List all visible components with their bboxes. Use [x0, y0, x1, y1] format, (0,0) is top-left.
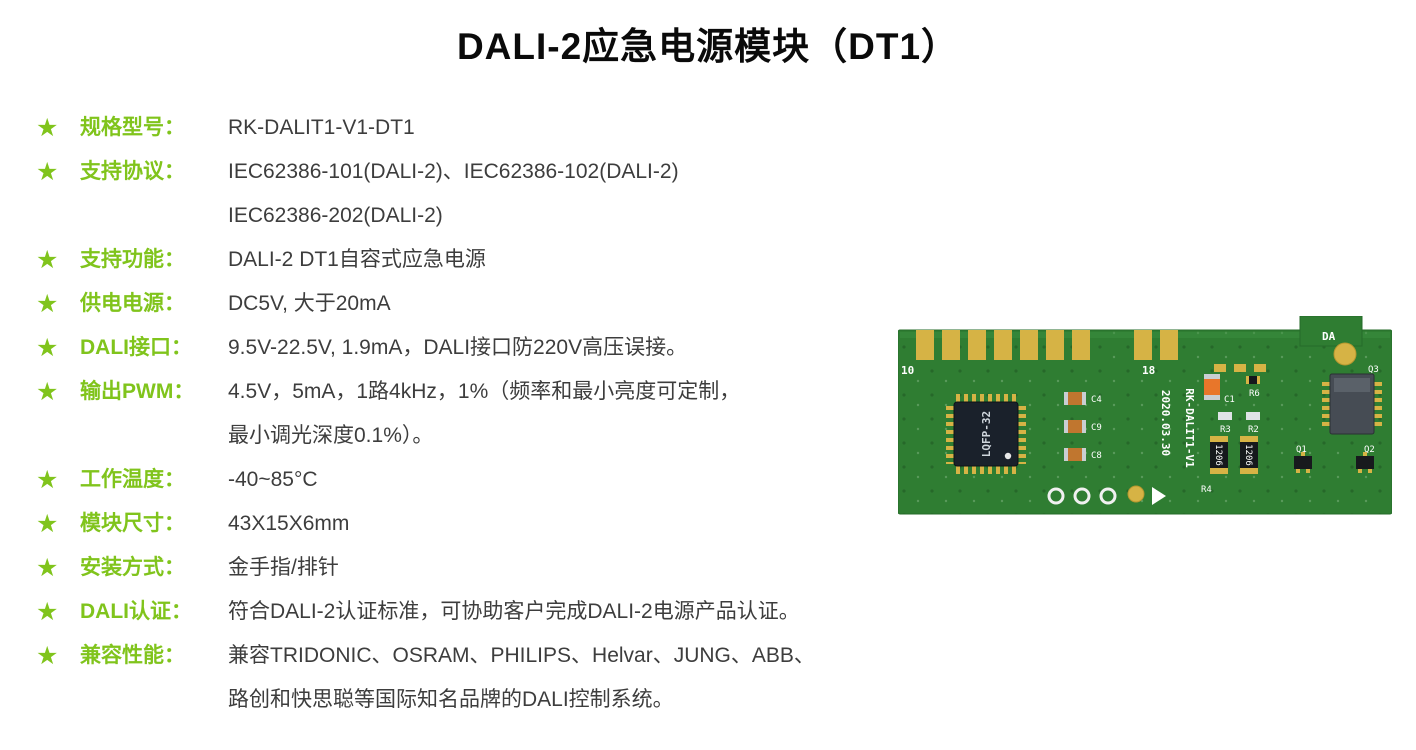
spec-value-line: 43X15X6mm [228, 512, 350, 535]
star-icon: ★ [36, 334, 59, 362]
silk-model: RK-DALIT1-V1 [1183, 388, 1196, 468]
spec-label: DALI认证： [80, 600, 192, 623]
spec-value: RK-DALIT1-V1-DT1 [228, 106, 916, 150]
spec-value: 9.5V-22.5V, 1.9mA，DALI接口防220V高压误接。 [228, 326, 916, 370]
star-icon: ★ [36, 598, 59, 626]
spec-label: 支持功能： [80, 248, 185, 271]
spec-value: 符合DALI-2认证标准，可协助客户完成DALI-2电源产品认证。 [228, 590, 916, 634]
spec-row-size: ★ 模块尺寸： 43X15X6mm [36, 502, 916, 546]
silk-r6: R6 [1249, 389, 1260, 399]
resistors-r3-r2: R3 R2 [1218, 412, 1260, 435]
arrow-marker [1152, 487, 1166, 505]
silk-r2: R2 [1248, 425, 1259, 435]
spec-label: 规格型号： [80, 116, 185, 139]
silk-q3: Q3 [1368, 365, 1379, 375]
capacitor-c9: C9 [1064, 420, 1102, 433]
spec-row-pwm: ★ 输出PWM： 4.5V，5mA，1路4kHz，1%（频率和最小亮度可定制， … [36, 370, 916, 458]
spec-label: 供电电源： [80, 292, 185, 315]
spec-value: DC5V, 大于20mA [228, 282, 916, 326]
pcb-module-image: DA 10 18 LQFP-32 [898, 316, 1392, 515]
spec-label: 工作温度： [80, 468, 185, 491]
silk-da: DA [1322, 330, 1336, 343]
spec-label: 兼容性能： [80, 644, 185, 667]
star-icon: ★ [36, 378, 59, 406]
silk-q1: Q1 [1296, 445, 1307, 455]
star-icon: ★ [36, 290, 59, 318]
spec-value-line: DALI-2 DT1自容式应急电源 [228, 248, 486, 271]
spec-value: 43X15X6mm [228, 502, 916, 546]
star-icon: ★ [36, 466, 59, 494]
star-icon: ★ [36, 158, 59, 186]
transistor-q1: Q1 [1294, 445, 1312, 473]
spec-value: 兼容TRIDONIC、OSRAM、PHILIPS、Helvar、JUNG、ABB… [228, 634, 916, 722]
silk-r4: R4 [1201, 485, 1212, 495]
silk-1206-right: 1206 [1243, 444, 1253, 466]
star-icon: ★ [36, 510, 59, 538]
spec-value-line: 最小调光深度0.1%）。 [228, 424, 434, 447]
spec-value-line: IEC62386-202(DALI-2) [228, 204, 443, 227]
spec-label: 安装方式： [80, 556, 185, 579]
silk-c4: C4 [1091, 395, 1102, 405]
silk-q2: Q2 [1364, 445, 1375, 455]
spec-value: 金手指/排针 [228, 546, 916, 590]
pin1-marker [1004, 452, 1012, 460]
package-1206-right: 1206 [1240, 436, 1258, 474]
da-tab [1299, 316, 1363, 347]
gold-fingers [916, 330, 1178, 360]
capacitor-c4: C4 [1064, 392, 1102, 405]
star-icon: ★ [36, 642, 59, 670]
silk-chip-label: LQFP-32 [980, 411, 993, 457]
spec-value: IEC62386-101(DALI-2)、IEC62386-102(DALI-2… [228, 150, 916, 238]
star-icon: ★ [36, 554, 59, 582]
silk-pin18: 18 [1142, 364, 1155, 377]
smd-pads [1214, 364, 1266, 372]
spec-row-function: ★ 支持功能： DALI-2 DT1自容式应急电源 [36, 238, 916, 282]
spec-row-protocol: ★ 支持协议： IEC62386-101(DALI-2)、IEC62386-10… [36, 150, 916, 238]
spec-value-line: DC5V, 大于20mA [228, 292, 391, 315]
spec-list: ★ 规格型号： RK-DALIT1-V1-DT1 ★ 支持协议： IEC6238… [36, 106, 916, 722]
capacitor-c1-area: C1 R6 [1204, 374, 1260, 405]
spec-value: 4.5V，5mA，1路4kHz，1%（频率和最小亮度可定制， 最小调光深度0.1… [228, 370, 916, 458]
spec-value: DALI-2 DT1自容式应急电源 [228, 238, 916, 282]
ic-q3: Q3 [1322, 365, 1382, 435]
package-1206-left: 1206 [1210, 436, 1228, 474]
spec-value: -40~85°C [228, 458, 916, 502]
lqfp32-chip: LQFP-32 [946, 394, 1026, 474]
page-title: DALI-2应急电源模块（DT1） [456, 26, 960, 67]
spec-value-line: 4.5V，5mA，1路4kHz，1%（频率和最小亮度可定制， [228, 380, 741, 403]
capacitor-c8: C8 [1064, 448, 1102, 461]
spec-value-line: 符合DALI-2认证标准，可协助客户完成DALI-2电源产品认证。 [228, 600, 800, 623]
spec-row-compatibility: ★ 兼容性能： 兼容TRIDONIC、OSRAM、PHILIPS、Helvar、… [36, 634, 916, 722]
spec-value-line: 路创和快思聪等国际知名品牌的DALI控制系统。 [228, 688, 674, 711]
spec-row-dali-interface: ★ DALI接口： 9.5V-22.5V, 1.9mA，DALI接口防220V高… [36, 326, 916, 370]
silk-r3: R3 [1220, 425, 1231, 435]
silk-c1: C1 [1224, 395, 1235, 405]
silk-c8: C8 [1091, 451, 1102, 461]
silk-pin10: 10 [901, 364, 914, 377]
star-icon: ★ [36, 246, 59, 274]
spec-label: 模块尺寸： [80, 512, 185, 535]
spec-value-line: 金手指/排针 [228, 556, 339, 579]
silk-1206-left: 1206 [1213, 444, 1223, 466]
spec-row-certification: ★ DALI认证： 符合DALI-2认证标准，可协助客户完成DALI-2电源产品… [36, 590, 916, 634]
silk-date: 2020.03.30 [1159, 390, 1172, 456]
spec-row-mounting: ★ 安装方式： 金手指/排针 [36, 546, 916, 590]
da-gold-pad [1333, 342, 1357, 366]
spec-value-line: RK-DALIT1-V1-DT1 [228, 116, 415, 139]
spec-row-model: ★ 规格型号： RK-DALIT1-V1-DT1 [36, 106, 916, 150]
spec-label: 支持协议： [80, 160, 185, 183]
spec-row-temperature: ★ 工作温度： -40~85°C [36, 458, 916, 502]
spec-value-line: IEC62386-101(DALI-2)、IEC62386-102(DALI-2… [228, 160, 679, 183]
mounting-holes [1047, 485, 1166, 505]
spec-label: DALI接口： [80, 336, 192, 359]
spec-value-line: 9.5V-22.5V, 1.9mA，DALI接口防220V高压误接。 [228, 336, 688, 359]
spec-value-line: -40~85°C [228, 468, 318, 491]
silk-c9: C9 [1091, 423, 1102, 433]
star-icon: ★ [36, 114, 59, 142]
spec-row-power: ★ 供电电源： DC5V, 大于20mA [36, 282, 916, 326]
spec-value-line: 兼容TRIDONIC、OSRAM、PHILIPS、Helvar、JUNG、ABB… [228, 644, 815, 667]
transistor-q2: Q2 [1356, 445, 1375, 473]
spec-label: 输出PWM： [80, 380, 195, 403]
